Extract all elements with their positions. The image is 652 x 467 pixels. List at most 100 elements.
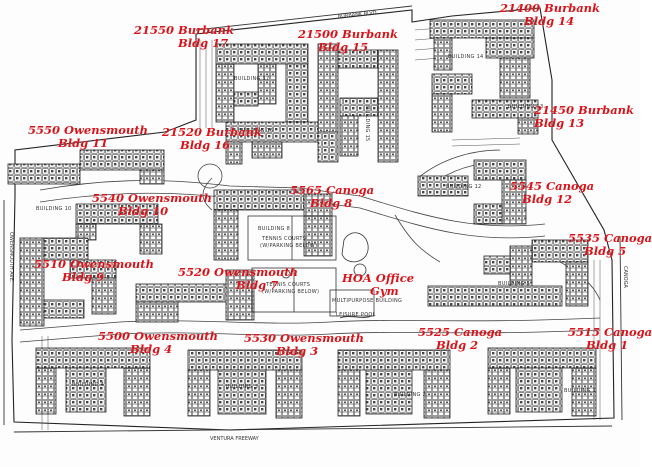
annotation-bldg-9-building: Bldg 9 (62, 270, 105, 284)
annotation-bldg-7: 5520 Owensmouth Bldg 7 (178, 266, 298, 292)
burbank-blvd-line (195, 5, 413, 31)
annotation-bldg-7-address: 5520 Owensmouth (178, 265, 298, 279)
annotation-bldg-14-address: 21400 Burbank (500, 1, 600, 15)
annotation-bldg-8: 5565 Canoga Bldg 8 (290, 184, 374, 210)
annotation-bldg-11: 5550 Owensmouth Bldg 11 (28, 124, 148, 150)
annotation-bldg-17-address: 21550 Burbank (134, 23, 234, 37)
building-4-footprint (35, 347, 151, 417)
annotation-bldg-12-address: 5545 Canoga (510, 179, 595, 193)
building-5-footprint (427, 239, 589, 307)
annotation-bldg-15-building: Bldg 15 (318, 40, 369, 54)
annotation-bldg-13-building: Bldg 13 (534, 116, 585, 130)
plan-label-building-13: BUILDING 13 (508, 104, 544, 110)
building-10-footprint (75, 203, 163, 255)
building-9-footprint (19, 237, 117, 327)
annotation-bldg-9-address: 5510 Owensmouth (34, 257, 154, 271)
plan-labels: BUILDING 1 BUILDING 2 BUILDING 3 BUILDIN… (36, 54, 596, 398)
annotation-bldg-3: 5530 Owensmouth Bldg 3 (244, 332, 364, 358)
annotation-bldg-16-building: Bldg 16 (180, 138, 231, 152)
plan-label-building-5: BUILDING 5 (498, 281, 530, 287)
plan-label-building-3: BUILDING 3 (226, 384, 258, 390)
street-label-burbank: BURBANK BLVD. (338, 10, 379, 20)
annotation-bldg-2: 5525 Canoga Bldg 2 (418, 326, 502, 352)
street-label-canoga: CANOGA (622, 266, 628, 288)
annotation-bldg-1-address: 5515 Canoga (568, 325, 652, 339)
annotation-bldg-7-building: Bldg 7 (236, 278, 279, 292)
building-14-footprint (429, 19, 535, 99)
plan-label-tennis-courts-2-sub: (W/PARKING BELOW) (262, 289, 319, 295)
building-15-footprint (317, 43, 399, 163)
annotation-gym-text: Gym (370, 284, 399, 298)
building-16-footprint (225, 121, 337, 165)
plan-label-building-14: BUILDING 14 (448, 54, 484, 60)
street-label-owensmouth: OWENSMOUTH AVE. (8, 232, 14, 283)
canoga-line (619, 235, 623, 421)
building-7-footprint (135, 269, 255, 323)
plan-label-building-8: BUILDING 8 (258, 226, 290, 232)
annotation-bldg-9: 5510 Owensmouth Bldg 9 (34, 258, 154, 284)
annotation-bldg-10-building: Bldg 10 (118, 204, 169, 218)
annotation-bldg-10-address: 5540 Owensmouth (92, 191, 212, 205)
annotation-bldg-11-address: 5550 Owensmouth (28, 123, 148, 137)
annotation-bldg-14-building: Bldg 14 (524, 14, 575, 28)
annotation-bldg-10: 5540 Owensmouth Bldg 10 (92, 192, 212, 218)
annotation-bldg-3-address: 5530 Owensmouth (244, 331, 364, 345)
annotation-bldg-14: 21400 Burbank Bldg 14 (500, 2, 600, 28)
plan-label-tennis-courts-1: TENNIS COURTS (261, 236, 306, 242)
street-label-ventura: VENTURA FREEWAY (210, 436, 260, 442)
annotation-bldg-17-building: Bldg 17 (178, 36, 229, 50)
annotation-bldg-12: 5545 Canoga Bldg 12 (510, 180, 594, 206)
building-11-footprint (7, 149, 165, 185)
building-13-footprint (431, 73, 539, 135)
annotation-bldg-15-address: 21500 Burbank (298, 27, 398, 41)
annotation-bldg-5-building: Bldg 5 (584, 244, 627, 258)
annotation-bldg-2-address: 5525 Canoga (418, 325, 503, 339)
annotation-bldg-11-building: Bldg 11 (58, 136, 109, 150)
plan-label-leisure-pool: LEISURE POOL (336, 312, 376, 318)
annotation-bldg-1-building: Bldg 1 (586, 338, 629, 352)
annotation-hoa-office-text: HOA Office (342, 271, 415, 285)
annotation-bldg-12-building: Bldg 12 (522, 192, 573, 206)
annotation-bldg-4-address: 5500 Owensmouth (98, 329, 218, 343)
annotation-bldg-4: 5500 Owensmouth Bldg 4 (98, 330, 218, 356)
building-8-footprint (213, 189, 333, 261)
plan-label-building-10: BUILDING 10 (36, 206, 72, 212)
annotation-bldg-15: 21500 Burbank Bldg 15 (298, 28, 398, 54)
annotation-bldg-8-address: 5565 Canoga (290, 183, 375, 197)
plan-label-building-15: BUILDING 15 (364, 106, 370, 142)
annotation-hoa-office: HOA Office Gym (342, 272, 414, 298)
building-3-footprint (187, 349, 303, 419)
street-labels: BURBANK BLVD. OWENSMOUTH AVE. VENTURA FR… (8, 10, 628, 442)
building-2-footprint (337, 349, 451, 419)
streets (3, 5, 623, 433)
annotation-bldg-5: 5535 Canoga Bldg 5 (568, 232, 652, 258)
annotation-bldg-13: 21450 Burbank Bldg 13 (534, 104, 634, 130)
buildings (7, 19, 597, 419)
annotation-bldg-1: 5515 Canoga Bldg 1 (568, 326, 652, 352)
building-17-footprint (215, 43, 309, 123)
annotation-bldg-8-building: Bldg 8 (310, 196, 353, 210)
plan-label-building-16: BUILDING 16 (238, 128, 274, 134)
plan-label-building-17: BUILDING 17 (234, 76, 270, 82)
building-1-footprint (487, 347, 597, 417)
plan-label-building-4: BUILDING 4 (72, 382, 104, 388)
annotation-bldg-16: 21520 Burbank Bldg 16 (162, 126, 262, 152)
annotation-bldg-5-address: 5535 Canoga (568, 231, 652, 245)
plan-label-tennis-courts-1-sub: (W/PARKING BELOW) (260, 243, 317, 249)
site-boundary (11, 7, 615, 431)
annotation-bldg-13-address: 21450 Burbank (534, 103, 634, 117)
plan-label-multipurpose: MULTIPURPOSE BUILDING (332, 298, 402, 304)
amenities (247, 215, 375, 319)
annotation-bldg-16-address: 21520 Burbank (162, 125, 262, 139)
plan-label-building-12: BUILDING 12 (446, 184, 482, 190)
pool-outline (341, 232, 369, 263)
annotation-bldg-3-building: Bldg 3 (276, 344, 319, 358)
building-12-footprint (417, 159, 527, 225)
ventura-freeway-line (13, 425, 613, 433)
multipurpose-building (329, 289, 375, 317)
plan-label-building-1: BUILDING 1 (564, 388, 596, 394)
annotation-bldg-4-building: Bldg 4 (130, 342, 173, 356)
plan-label-building-2: BUILDING 2 (394, 392, 426, 398)
